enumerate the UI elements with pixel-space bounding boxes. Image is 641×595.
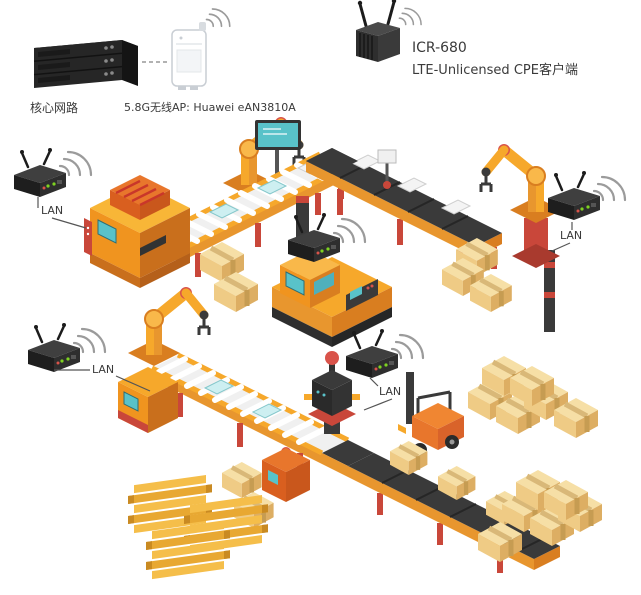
- belt-junction-side: [322, 453, 348, 477]
- packing-machine: [262, 447, 310, 502]
- belt-item: [208, 203, 240, 219]
- signal-robot: [304, 351, 360, 434]
- belt-item: [396, 177, 428, 193]
- side-machine: [118, 367, 178, 433]
- wifi-icon: [58, 150, 93, 177]
- wireless-ap-icon: [171, 8, 231, 90]
- lan-label-top-left: LAN: [41, 204, 64, 217]
- lan-label-middle-left: LAN: [92, 363, 115, 376]
- belt-item: [440, 199, 472, 215]
- cpe-description-label: LTE-Unlicensed CPE客户端: [412, 63, 578, 78]
- cab-window: [314, 272, 334, 295]
- wifi-icon: [398, 7, 422, 26]
- support-pillar: [544, 250, 555, 332]
- robot-arm-2: [481, 144, 562, 268]
- robot-arm-3: [128, 287, 209, 366]
- cpe-node-2: [546, 169, 627, 252]
- icr680-cpe-icon: [356, 0, 422, 62]
- wifi-icon: [205, 8, 231, 28]
- box-stack-right: [468, 356, 598, 438]
- cardboard-box: [222, 462, 262, 498]
- machine-screen: [268, 470, 278, 485]
- cpe-model-label: ICR-680: [412, 40, 467, 56]
- belt-junction-top: [306, 148, 358, 174]
- cpe-node-1: [12, 146, 93, 229]
- machine-screen: [123, 391, 139, 412]
- wireless-ap-label: 5.8G无线AP: Huawei eAN3810A: [124, 101, 296, 114]
- center-vehicle-machine: [272, 250, 392, 347]
- conveyor-c-rollers: [150, 352, 350, 475]
- panel-screen: [350, 286, 362, 300]
- lan-connector: [363, 377, 393, 411]
- box-cluster-mid: [442, 238, 512, 312]
- conveyor-legs: [337, 189, 497, 273]
- conveyor-legs: [195, 181, 344, 277]
- belt-item: [251, 403, 283, 419]
- belt-item: [256, 179, 288, 195]
- machine-stack-band: [296, 196, 309, 203]
- printing-machine: [84, 175, 190, 288]
- lan-connector: [37, 197, 87, 229]
- cpe-node-4: [26, 321, 151, 392]
- cpe-node-5: [344, 327, 425, 411]
- lan-connector: [54, 369, 151, 392]
- cab-window: [285, 271, 305, 296]
- pillar-band: [544, 292, 555, 298]
- lan-connector: [551, 222, 573, 252]
- machine-stack: [296, 196, 309, 242]
- conveyor-a-rollers: [148, 151, 348, 277]
- core-network-label: 核心网路: [30, 101, 79, 115]
- belt-sensor: [377, 149, 397, 189]
- belt-item: [203, 379, 235, 395]
- core-router-icon: [33, 40, 138, 88]
- lan-label-right: LAN: [560, 229, 583, 242]
- machine-screen: [97, 219, 117, 244]
- pillar-band: [544, 262, 555, 268]
- lan-label-center: LAN: [379, 385, 402, 398]
